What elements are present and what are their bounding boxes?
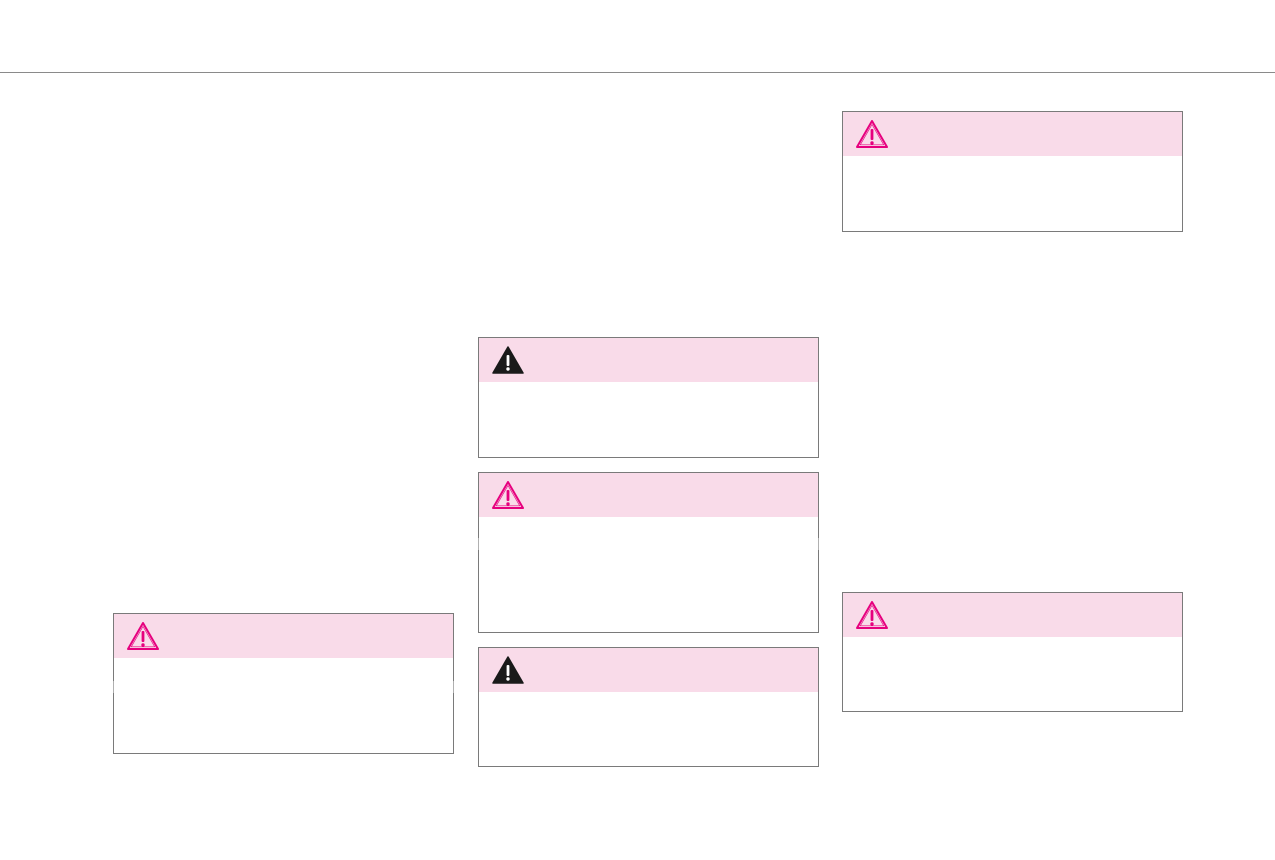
caution-box (842, 592, 1183, 712)
caution-outline-icon (856, 601, 888, 629)
warning-filled-icon (492, 656, 524, 684)
margin-tick (113, 681, 114, 693)
header-divider (0, 72, 1275, 73)
warning-filled-icon (492, 346, 524, 374)
caution-outline-icon (127, 622, 159, 650)
margin-tick (478, 538, 479, 550)
warning-box (478, 337, 819, 458)
warning-box (478, 647, 819, 767)
caution-box (478, 472, 819, 633)
warning-box-header (479, 338, 818, 382)
caution-box-header (114, 614, 453, 658)
caution-box-header (843, 593, 1182, 637)
caution-outline-icon (492, 481, 524, 509)
margin-tick (818, 538, 819, 550)
margin-tick (453, 681, 454, 693)
caution-box (842, 111, 1183, 232)
caution-box-header (843, 112, 1182, 156)
caution-outline-icon (856, 120, 888, 148)
caution-box-header (479, 473, 818, 517)
caution-box (113, 613, 454, 754)
warning-box-header (479, 648, 818, 692)
